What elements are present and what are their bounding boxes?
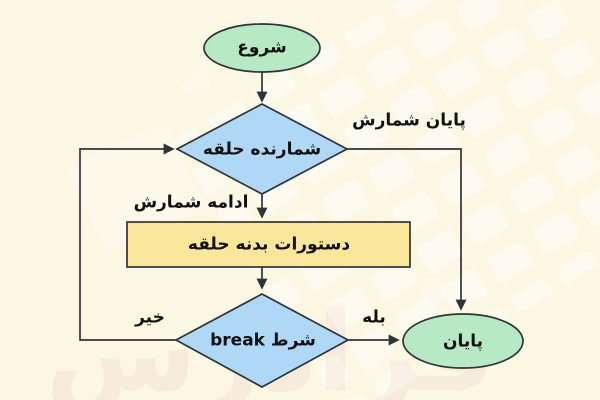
start-terminator-shape [203,23,321,73]
watermark-wedge [68,124,202,251]
loop-counter-decision-shape [175,103,349,195]
start-node-label: شروع [237,37,287,58]
watermark-wedge-small [178,55,212,95]
edge-break-no-loopback [79,143,177,341]
edge-label-count-finished: پایان شمارش [352,110,466,131]
break-check-decision-shape [174,293,350,388]
loop-counter-node-label: شمارنده حلقه [202,139,322,160]
edge-label-count-continue: ادامه شمارش [133,192,249,213]
nodes [126,23,524,388]
end-terminator-shape [402,313,524,369]
edges [79,72,467,346]
edge-label-yes: بله [362,307,386,328]
watermark-dot [365,362,385,382]
break-check-node-label: شرط break [210,330,316,351]
watermark-tile-band [172,0,600,400]
edge-counter-to-end [346,148,467,311]
end-node-label: پایان [442,331,484,352]
edge-label-no: خیر [135,307,165,328]
watermark-dot [390,358,406,374]
loop-body-process-shape [126,221,411,268]
loop-body-node-label: دستورات بدنه حلقه [187,234,351,255]
watermark-dot [418,278,446,306]
